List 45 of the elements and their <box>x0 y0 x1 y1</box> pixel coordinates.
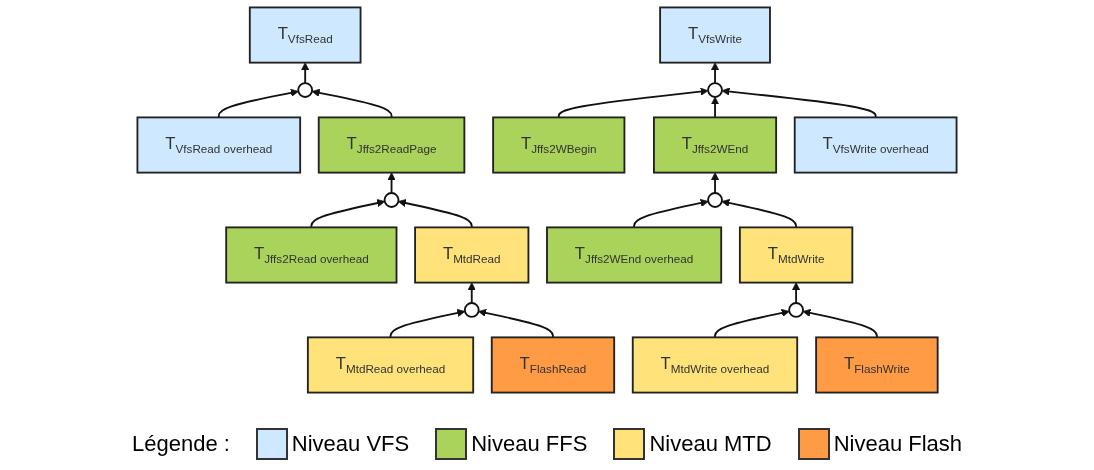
arrow <box>389 308 466 339</box>
arrow <box>311 88 393 119</box>
node-box: T$_{VfsWrite}$ <box>659 6 771 64</box>
arrow <box>557 87 709 119</box>
node-circle <box>383 192 400 208</box>
legend-title: Légende : <box>131 431 230 457</box>
node-box: T$_{Jffs2ReadPage}$ <box>317 116 466 174</box>
arrow <box>792 282 801 304</box>
legend-label: Niveau Flash <box>833 431 963 457</box>
arrow <box>721 199 798 229</box>
node-box: T$_{VfsRead overhead}$ <box>136 116 302 174</box>
node-circle <box>707 192 723 208</box>
node-box: T$_{MtdWrite overhead}$ <box>631 336 799 394</box>
node-box: T$_{VfsWrite overhead}$ <box>793 116 958 174</box>
node-box: T$_{MtdRead overhead}$ <box>306 336 475 394</box>
arrow <box>710 96 720 119</box>
arrow <box>301 62 310 84</box>
arrow <box>721 87 877 119</box>
node-box: T$_{FlashRead}$ <box>490 336 616 394</box>
arrow <box>802 308 878 339</box>
arrow <box>217 88 299 119</box>
arrow <box>467 282 476 304</box>
arrow <box>710 62 720 84</box>
arrow <box>387 172 396 194</box>
node-box: T$_{FlashWrite}$ <box>815 336 939 394</box>
legend-label: Niveau MTD <box>649 431 772 457</box>
node-box: T$_{Jffs2WEnd}$ <box>653 116 778 174</box>
arrow <box>310 199 386 229</box>
node-box: T$_{Jffs2WEnd overhead}$ <box>546 226 723 284</box>
arrow <box>398 199 473 229</box>
node-box: T$_{Jffs2WBegin}$ <box>492 116 626 174</box>
arrow <box>710 172 720 194</box>
arrow <box>478 308 554 339</box>
node-circle <box>788 302 804 318</box>
node-box: T$_{Jffs2Read overhead}$ <box>225 226 398 284</box>
legend-label: Niveau FFS <box>471 431 588 457</box>
node-circle <box>707 82 723 98</box>
node-box: T$_{VfsRead}$ <box>248 6 362 64</box>
arrow <box>633 199 709 229</box>
arrow <box>714 308 790 339</box>
node-circle <box>297 82 314 98</box>
node-circle <box>463 302 480 318</box>
node-box: T$_{MtdRead}$ <box>414 226 530 284</box>
node-box: T$_{MtdWrite}$ <box>738 226 854 284</box>
legend-label: Niveau VFS <box>291 431 410 457</box>
